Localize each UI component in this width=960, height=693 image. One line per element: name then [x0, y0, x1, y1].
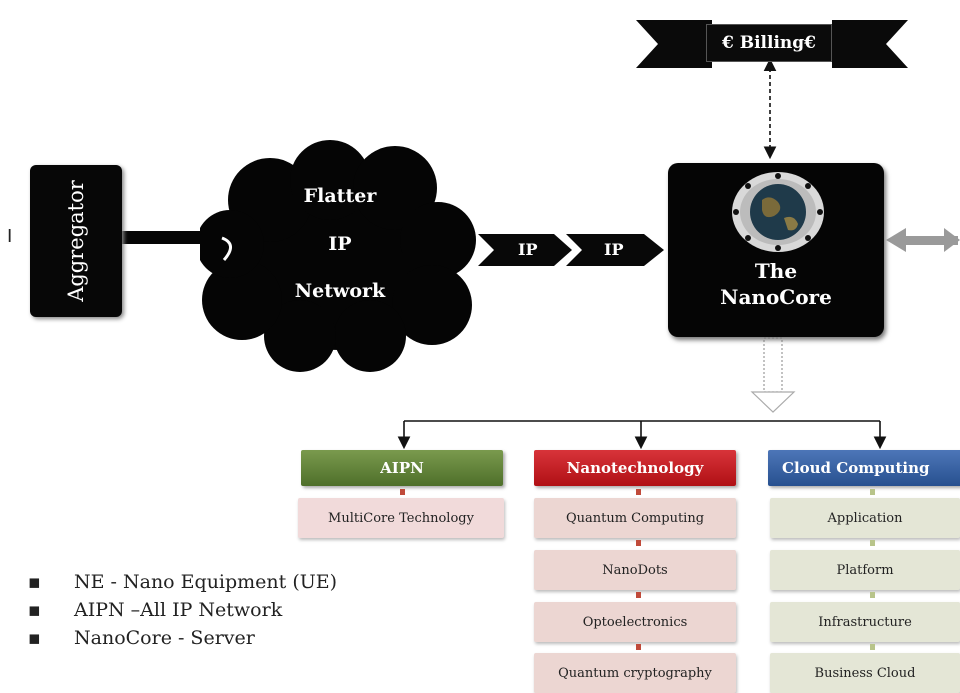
left-edge-marker: I — [7, 226, 13, 247]
aggregator-box — [30, 165, 122, 317]
ip-chevron-arrows — [478, 234, 664, 266]
flatter-ip-network-cloud — [200, 140, 476, 372]
connector-dot — [870, 644, 875, 650]
network-line-1: Flatter — [303, 185, 377, 207]
right-double-arrow — [886, 228, 960, 252]
ip-label-1: IP — [518, 240, 538, 259]
cloud-item-application: Application — [770, 498, 960, 538]
category-aipn: AIPN — [301, 450, 503, 486]
legend: ▪ NE - Nano Equipment (UE) ▪ AIPN –All I… — [28, 568, 337, 652]
nano-item-optoelectronics: Optoelectronics — [534, 602, 736, 642]
category-nanotechnology: Nanotechnology — [534, 450, 736, 486]
legend-item: ▪ AIPN –All IP Network — [28, 596, 337, 624]
connector-dot — [636, 644, 641, 650]
aggregator-link — [120, 231, 216, 244]
legend-bullet: ▪ — [28, 627, 41, 649]
aggregator-label-wrap: Aggregator — [30, 165, 122, 317]
nanocore-title-line-1: The — [754, 259, 798, 283]
legend-bullet: ▪ — [28, 599, 41, 621]
category-cloud-computing: Cloud Computing — [768, 450, 960, 486]
legend-text: AIPN –All IP Network — [74, 599, 283, 621]
cloud-item-infrastructure: Infrastructure — [770, 602, 960, 642]
nanocore-down-arrow — [750, 337, 796, 413]
billing-label: € Billing€ — [706, 24, 832, 62]
connector-dot — [870, 592, 875, 598]
nanocore-title-line-2: NanoCore — [720, 285, 832, 309]
nanocore-globe-icon — [732, 172, 824, 252]
nano-item-quantum-computing: Quantum Computing — [534, 498, 736, 538]
connector-dot — [870, 489, 875, 495]
legend-item: ▪ NanoCore - Server — [28, 624, 337, 652]
nanocore-title: The NanoCore — [668, 258, 884, 310]
connector-dot — [636, 592, 641, 598]
connector-dot — [870, 540, 875, 546]
connector-dot — [400, 489, 405, 495]
legend-text: NanoCore - Server — [74, 627, 255, 649]
nano-item-nanodots: NanoDots — [534, 550, 736, 590]
aggregator-label: Aggregator — [64, 180, 89, 302]
network-line-2: IP — [328, 233, 352, 255]
cloud-item-business-cloud: Business Cloud — [770, 653, 960, 693]
category-tree — [397, 420, 887, 450]
legend-item: ▪ NE - Nano Equipment (UE) — [28, 568, 337, 596]
aipn-item-multicore: MultiCore Technology — [298, 498, 504, 538]
nano-item-quantum-cryptography: Quantum cryptography — [534, 653, 736, 693]
connector-dot — [636, 540, 641, 546]
cloud-item-platform: Platform — [770, 550, 960, 590]
ip-label-2: IP — [604, 240, 624, 259]
legend-bullet: ▪ — [28, 571, 41, 593]
billing-banner — [636, 20, 908, 68]
network-line-3: Network — [294, 280, 386, 302]
connector-dot — [636, 489, 641, 495]
legend-text: NE - Nano Equipment (UE) — [74, 571, 338, 593]
